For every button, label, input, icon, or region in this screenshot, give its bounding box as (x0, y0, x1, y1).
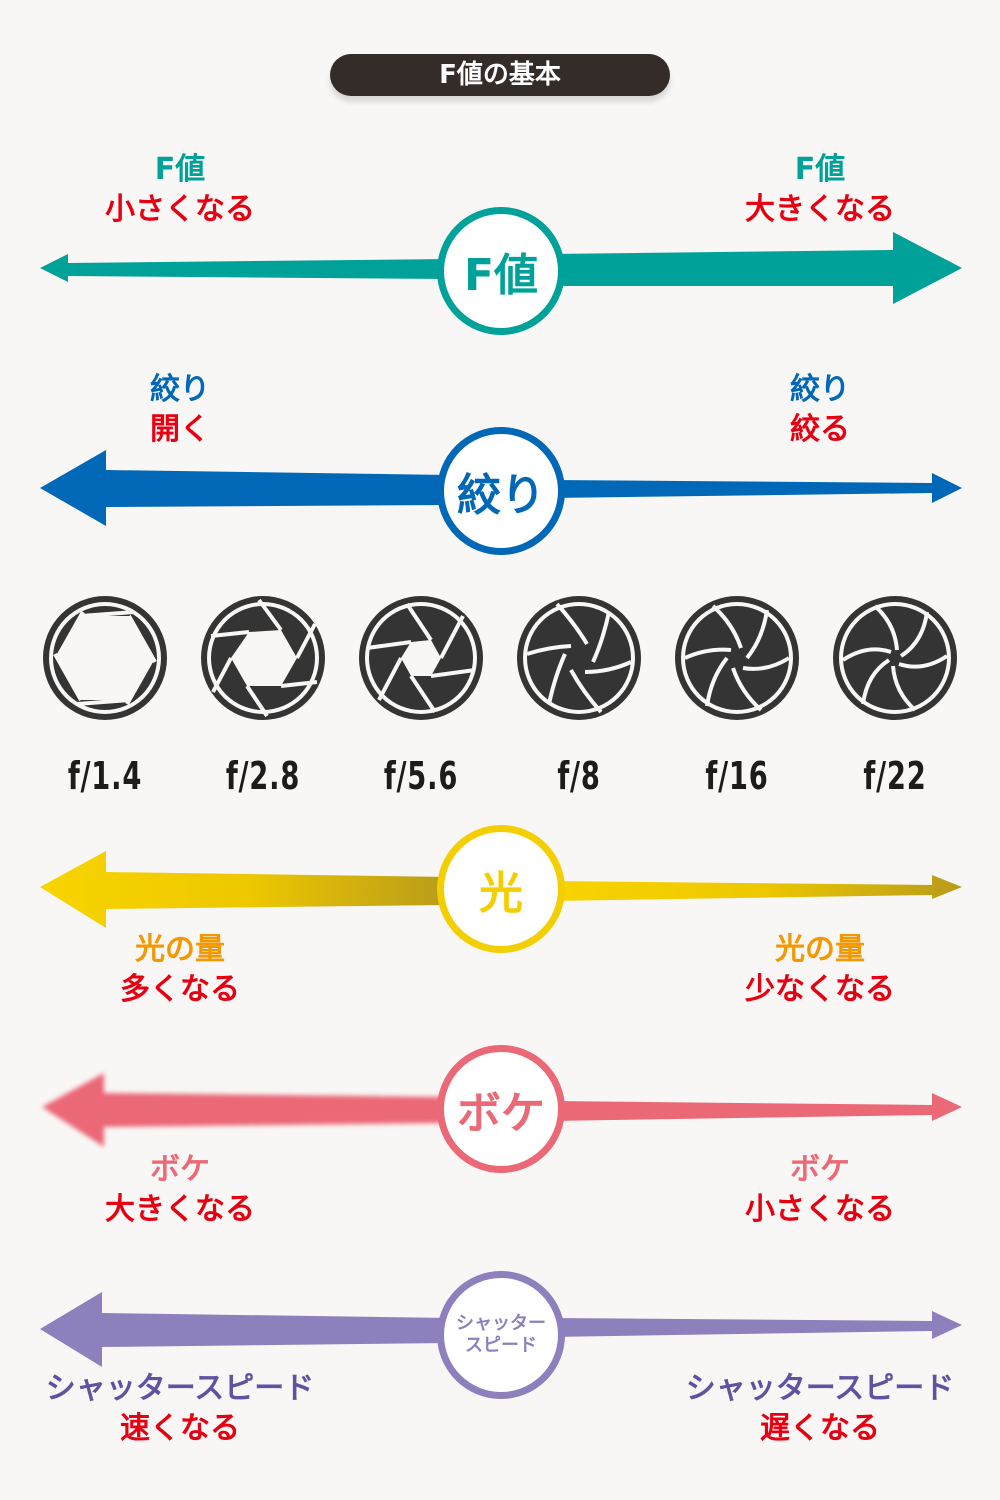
light-badge: 光 (437, 825, 565, 953)
light-right-line1: 光の量 (775, 932, 865, 967)
aperture-icons-row: f/1.4 f/2.8 f/5.6 (0, 592, 1000, 798)
aperture-open-icon (201, 596, 325, 720)
aperture-right-line1: 絞り (790, 372, 850, 407)
fvalue-left-line2: 小さくなる (105, 192, 255, 227)
aperture-label: f/5.6 (383, 754, 459, 798)
aperture-label: f/16 (705, 754, 769, 798)
fvalue-arrow-icon (40, 232, 962, 304)
bokeh-badge: ボケ (437, 1045, 565, 1173)
light-right-label: 光の量 少なくなる (710, 930, 930, 1010)
aperture-closed-icon (675, 596, 799, 720)
aperture-badge: 絞り (437, 427, 565, 555)
aperture-label: f/8 (557, 754, 601, 798)
light-row: 光の量 多くなる 光の量 少なくなる 光 (0, 815, 1000, 1015)
aperture-most-closed-icon (833, 596, 957, 720)
fvalue-badge: F値 (437, 207, 565, 335)
shutter-badge-line2: スピード (465, 1335, 537, 1356)
fvalue-right-label: F値 大きくなる (720, 150, 920, 230)
shutter-right-label: シャッタースピード 遅くなる (660, 1369, 980, 1449)
aperture-left-label: 絞り 開く (80, 370, 280, 450)
aperture-item: f/5.6 (355, 592, 487, 798)
light-left-line1: 光の量 (135, 932, 225, 967)
bokeh-left-line1: ボケ (150, 1152, 210, 1187)
aperture-item: f/2.8 (197, 592, 329, 798)
shutter-row: シャッタースピード 速くなる シャッタースピード 遅くなる シャッター スピード (0, 1255, 1000, 1475)
bokeh-right-line2: 小さくなる (745, 1192, 895, 1227)
bokeh-right-label: ボケ 小さくなる (720, 1150, 920, 1230)
aperture-row: 絞り 開く 絞り 絞る 絞り (0, 370, 1000, 570)
bokeh-right-line1: ボケ (790, 1152, 850, 1187)
aperture-wide-open-icon (43, 596, 167, 720)
shutter-left-line1: シャッタースピード (45, 1371, 315, 1406)
aperture-label: f/22 (863, 754, 927, 798)
shutter-badge-line1: シャッター (456, 1313, 546, 1334)
aperture-medium-closed-icon (517, 596, 641, 720)
aperture-item: f/8 (513, 592, 645, 798)
aperture-medium-icon (359, 596, 483, 720)
aperture-item: f/1.4 (39, 592, 171, 798)
aperture-left-line2: 開く (150, 412, 210, 447)
bokeh-arrow-icon (42, 1073, 962, 1147)
light-arrow-icon (40, 851, 962, 928)
fvalue-right-line1: F値 (794, 152, 846, 187)
aperture-right-line2: 絞る (790, 412, 850, 447)
fvalue-left-label: F値 小さくなる (80, 150, 280, 230)
aperture-item: f/16 (671, 592, 803, 798)
fvalue-left-line1: F値 (154, 152, 206, 187)
shutter-left-label: シャッタースピード 速くなる (20, 1369, 340, 1449)
light-left-label: 光の量 多くなる (80, 930, 280, 1010)
shutter-right-line1: シャッタースピード (685, 1371, 955, 1406)
fvalue-right-line2: 大きくなる (745, 192, 895, 227)
shutter-arrow-icon (40, 1292, 962, 1367)
aperture-label: f/2.8 (225, 754, 301, 798)
light-right-line2: 少なくなる (745, 972, 895, 1007)
aperture-item: f/22 (829, 592, 961, 798)
shutter-left-line2: 速くなる (120, 1411, 240, 1446)
shutter-right-line2: 遅くなる (760, 1411, 880, 1446)
light-left-line2: 多くなる (120, 972, 240, 1007)
bokeh-row: ボケ 大きくなる ボケ 小さくなる ボケ (0, 1035, 1000, 1235)
aperture-arrow-icon (40, 450, 962, 526)
page-title: F値の基本 (330, 54, 670, 96)
bokeh-left-line2: 大きくなる (105, 1192, 255, 1227)
aperture-left-line1: 絞り (150, 372, 210, 407)
fvalue-row: F値 小さくなる F値 大きくなる F値 (0, 150, 1000, 350)
bokeh-left-label: ボケ 大きくなる (80, 1150, 280, 1230)
aperture-label: f/1.4 (67, 754, 143, 798)
shutter-badge: シャッター スピード (437, 1271, 565, 1399)
aperture-right-label: 絞り 絞る (720, 370, 920, 450)
